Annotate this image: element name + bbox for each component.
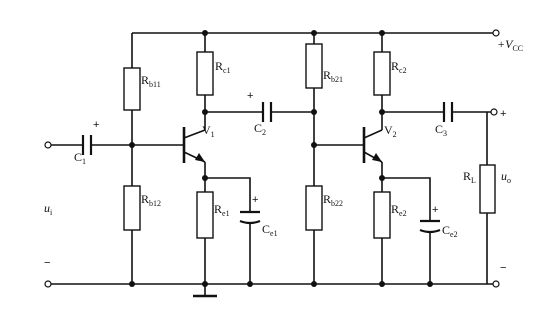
re2-label: Re2 [391, 202, 407, 218]
output-terminal-bottom [492, 280, 500, 288]
capacitor-c2 [261, 102, 273, 122]
ce2-label: Ce2 [442, 223, 458, 239]
resistor-rb12 [123, 185, 141, 231]
rb21-label: Rb21 [323, 68, 343, 84]
v1-label: V1 [202, 123, 215, 139]
junction-dots [129, 30, 433, 287]
resistor-rb22 [305, 185, 323, 231]
input-terminal-bottom [44, 280, 52, 288]
capacitors [81, 102, 454, 234]
transistor-v1 [182, 127, 206, 163]
resistors [123, 43, 496, 239]
c1-label: C1 [74, 150, 86, 166]
ce1-top-lead [205, 177, 251, 211]
capacitor-ce1 [239, 210, 261, 225]
c3-label: C3 [435, 122, 447, 138]
rb22-label: Rb22 [323, 192, 343, 208]
rb12-label: Rb12 [141, 192, 161, 208]
input-signal-label: ui [44, 201, 53, 217]
output-terminal-top [490, 108, 498, 116]
vcc-terminal [492, 29, 500, 37]
ce1-label: Ce1 [262, 222, 278, 238]
resistor-rb11 [123, 67, 141, 111]
resistor-rc2 [373, 51, 391, 96]
resistor-re2 [373, 191, 391, 239]
vcc-label: +VCC [497, 37, 523, 53]
terminals [44, 29, 500, 288]
c2-plus-sign: + [247, 90, 253, 102]
wires [48, 32, 496, 298]
c1-plus-sign: + [93, 119, 99, 131]
capacitor-c1 [81, 135, 93, 155]
capacitor-ce2 [419, 219, 441, 234]
capacitor-c3 [442, 102, 454, 122]
rl-label: RL [463, 169, 476, 185]
resistor-rb21 [305, 43, 323, 89]
resistor-rc1 [196, 51, 214, 96]
output-signal-label: uo [501, 169, 511, 185]
input-minus-sign: − [44, 257, 50, 269]
rb11-label: Rb11 [141, 73, 161, 89]
re1-label: Re1 [214, 202, 230, 218]
output-minus-sign: − [500, 262, 506, 274]
transistor-v2 [362, 127, 383, 163]
v2-label: V2 [384, 123, 397, 139]
ce1-plus-sign: + [252, 194, 258, 206]
ce2-plus-sign: + [432, 204, 438, 216]
rc2-label: Rc2 [391, 59, 407, 75]
resistor-rl [479, 164, 496, 214]
output-plus-sign: + [500, 108, 506, 120]
ce2-top-lead [382, 177, 431, 220]
rc1-label: Rc1 [215, 59, 231, 75]
input-terminal-top [44, 141, 52, 149]
c2-label: C2 [254, 121, 266, 137]
resistor-re1 [196, 191, 214, 239]
